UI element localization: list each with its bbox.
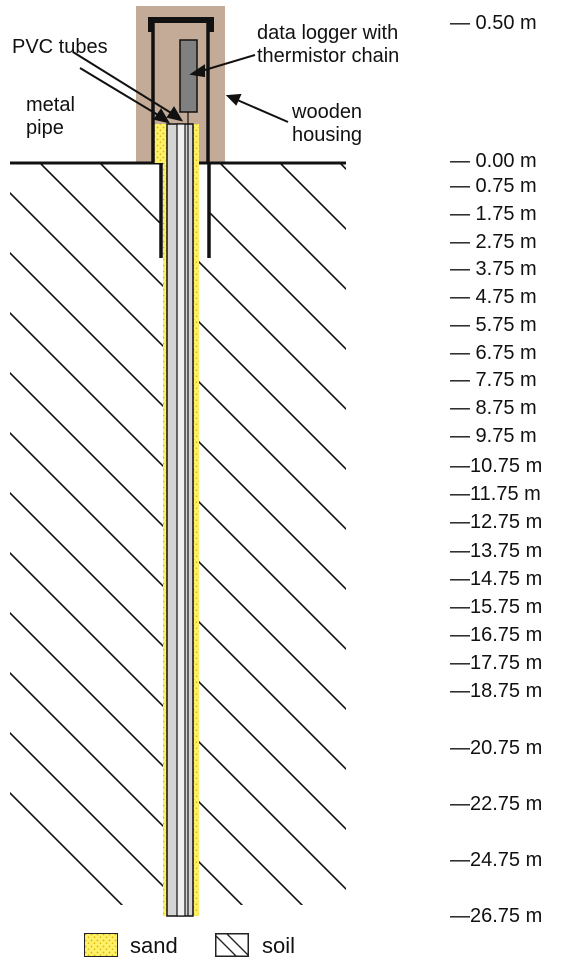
soil-hatch-line <box>10 163 346 905</box>
legend-soil-label: soil <box>262 933 296 958</box>
depth-marker: — 5.75 m <box>450 314 537 336</box>
soil-hatch-line <box>10 163 261 905</box>
depth-marker: — 3.75 m <box>450 258 537 280</box>
depth-marker: — 2.75 m <box>450 231 537 253</box>
pvc-tube-inner <box>176 123 186 917</box>
label-pvc-tubes: PVC tubes <box>12 36 108 58</box>
soil-hatch-line <box>10 163 346 905</box>
legend-sand-dots <box>85 934 117 956</box>
label-data-logger: data logger with thermistor chain <box>257 22 400 67</box>
label-wooden-housing: wooden housing <box>292 101 363 146</box>
depth-marker: —10.75 m <box>450 455 543 477</box>
soil-hatch-line <box>10 163 346 905</box>
depth-marker: — 6.75 m <box>450 342 537 364</box>
depth-marker: — 4.75 m <box>450 286 537 308</box>
depth-marker: — 0.00 m <box>450 150 537 172</box>
depth-marker: —16.75 m <box>450 624 543 646</box>
depth-marker: —13.75 m <box>450 540 543 562</box>
soil-hatch-line <box>159 163 346 905</box>
pipe-cap <box>148 17 214 32</box>
soil-hatch-line <box>99 163 346 905</box>
depth-marker: — 8.75 m <box>450 397 537 419</box>
depth-marker: — 9.75 m <box>450 425 537 447</box>
depth-marker: — 0.75 m <box>450 175 537 197</box>
data-logger <box>179 39 198 113</box>
depth-marker: —22.75 m <box>450 793 543 815</box>
depth-marker: —20.75 m <box>450 737 543 759</box>
depth-marker: —12.75 m <box>450 511 543 533</box>
depth-marker: —24.75 m <box>450 849 543 871</box>
leader-arrows <box>72 51 289 124</box>
legend-soil-swatch <box>215 933 249 957</box>
depth-marker: —26.75 m <box>450 905 543 927</box>
depth-marker: —11.75 m <box>450 483 541 505</box>
depth-marker: — 0.50 m <box>450 12 537 34</box>
label-metal-pipe: metal pipe <box>26 94 75 139</box>
soil-hatch-line <box>10 163 141 905</box>
soil-hatch-line <box>10 163 346 905</box>
depth-marker: — 1.75 m <box>450 203 537 225</box>
soil-hatch-line <box>10 163 346 905</box>
depth-marker: —14.75 m <box>450 568 543 590</box>
depth-marker: — 7.75 m <box>450 369 537 391</box>
depth-marker: —18.75 m <box>450 680 543 702</box>
soil-hatch-line <box>10 163 321 905</box>
depth-marker: —15.75 m <box>450 596 543 618</box>
soil-hatch-line <box>10 163 201 905</box>
legend-sand-label: sand <box>130 933 178 958</box>
soil-hatch-line <box>10 163 346 905</box>
depth-marker: —17.75 m <box>450 652 543 674</box>
